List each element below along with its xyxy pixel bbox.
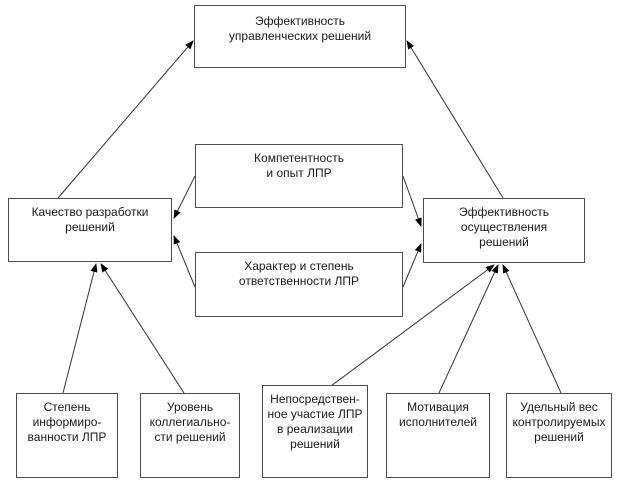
node-controlled-share-label: Удельный вес контролируемых решений (512, 400, 606, 444)
node-controlled-share: Удельный вес контролируемых решений (506, 393, 612, 478)
node-development-quality-label: Качество разработки решений (31, 205, 149, 234)
edge-responsibility-to-implementation_effectiveness (402, 243, 422, 288)
node-development-quality: Качество разработки решений (8, 198, 172, 262)
edge-competence-to-development_quality (173, 175, 196, 219)
node-responsibility-label: Характер и степень ответственности ЛПР (238, 259, 360, 288)
node-motivation-label: Мотивация исполнителей (399, 400, 477, 429)
node-implementation-effectiveness: Эффективность осуществления решений (423, 198, 585, 263)
node-implementation-effectiveness-label: Эффективность осуществления решений (458, 205, 550, 249)
node-informedness-label: Степень информиро- ванности ЛПР (27, 400, 107, 444)
node-motivation: Мотивация исполнителей (386, 393, 490, 478)
node-participation-label: Непосредствен- ное участие ЛПР в реализа… (267, 392, 363, 451)
node-collegiality-label: Уровень коллегиально- сти решений (149, 400, 231, 444)
edge-controlled_share-to-implementation_effectiveness (502, 264, 562, 394)
edge-implementation_effectiveness-to-management_effectiveness (406, 40, 504, 199)
edge-collegiality-to-development_quality (100, 263, 185, 394)
node-management-effectiveness: Эффективность управленческих решений (194, 5, 406, 68)
node-management-effectiveness-label: Эффективность управленческих решений (228, 14, 372, 43)
node-participation: Непосредствен- ное участие ЛПР в реализа… (262, 385, 368, 478)
edge-competence-to-implementation_effectiveness (402, 175, 422, 227)
node-competence-label: Компетентность и опыт ЛПР (254, 151, 344, 180)
edge-participation-to-implementation_effectiveness (330, 264, 495, 387)
node-competence: Компетентность и опыт ЛПР (195, 144, 403, 208)
node-informedness: Степень информиро- ванности ЛПР (16, 393, 118, 478)
edge-development_quality-to-management_effectiveness (57, 40, 194, 199)
node-responsibility: Характер и степень ответственности ЛПР (195, 252, 403, 317)
node-collegiality: Уровень коллегиально- сти решений (140, 393, 240, 478)
edge-motivation-to-implementation_effectiveness (438, 264, 499, 394)
edge-informedness-to-development_quality (62, 263, 98, 394)
edge-responsibility-to-development_quality (173, 235, 196, 288)
